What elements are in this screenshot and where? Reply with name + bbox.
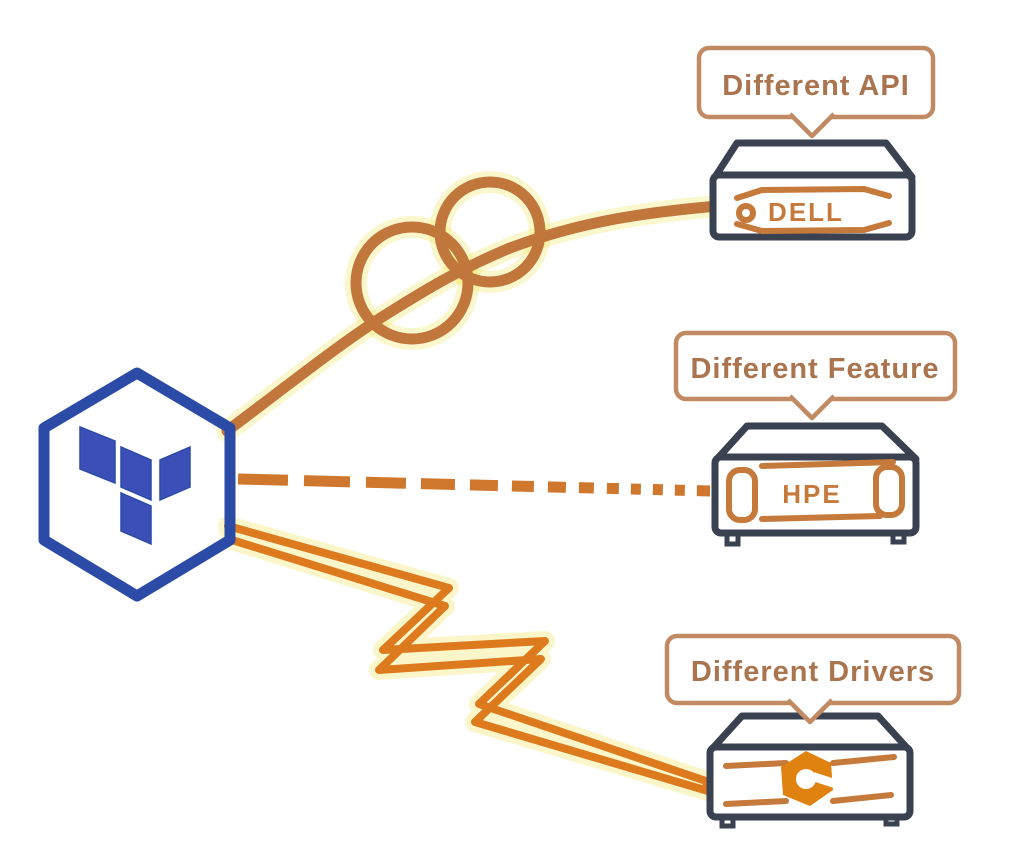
hpe-label: HPE [782, 479, 841, 509]
terraform-logo-icon [79, 425, 191, 546]
callout-drivers-tail [786, 698, 834, 725]
hpe-vent-line [759, 513, 883, 522]
server-hpe: HPE [711, 422, 920, 547]
terraform-node [38, 367, 236, 602]
hex-nut-logo-icon [781, 751, 838, 806]
knot-loop-icon [350, 221, 474, 345]
hpe-handle [726, 467, 758, 523]
callout-drivers: Different Drivers [664, 633, 962, 725]
callout-api: Different API [696, 45, 936, 139]
connection-feature [237, 473, 711, 497]
callout-feature-label: Different Feature [690, 353, 939, 385]
terraform-logo-piece [159, 445, 191, 502]
hexnut-vent-line [830, 792, 894, 804]
hex-nut-notch [811, 772, 838, 789]
server-hexnut [706, 712, 914, 829]
rope-line [221, 200, 724, 437]
lightning-glow [218, 516, 718, 801]
callout-api-label: Different API [722, 70, 910, 102]
hex-nut-hole [796, 769, 816, 789]
knot-loop-icon [434, 176, 546, 288]
hexnut-vent-line [723, 760, 789, 769]
connection-drivers [218, 516, 718, 801]
hpe-vent-line [759, 459, 896, 469]
dashed-line-icon [237, 473, 711, 497]
callout-api-tail [788, 112, 836, 139]
terraform-logo-piece [79, 425, 116, 485]
connection-api [216, 171, 729, 442]
hexnut-vent-line [723, 798, 789, 807]
dell-vent-line [734, 185, 892, 201]
callout-feature-tail [788, 394, 836, 421]
terraform-logo-piece [120, 491, 152, 546]
callout-drivers-label: Different Drivers [691, 656, 935, 688]
terraform-logo-piece [120, 445, 152, 502]
server-dell: DELL [709, 139, 916, 241]
dell-vent-line [734, 220, 892, 235]
dell-power-led-icon [736, 203, 756, 223]
hpe-handle [873, 464, 905, 518]
terraform-hexagon-outline [38, 367, 236, 602]
dell-label: DELL [768, 197, 844, 227]
callout-feature: Different Feature [673, 330, 958, 421]
hexnut-vent-line [830, 754, 897, 766]
rope-glow [216, 195, 729, 442]
